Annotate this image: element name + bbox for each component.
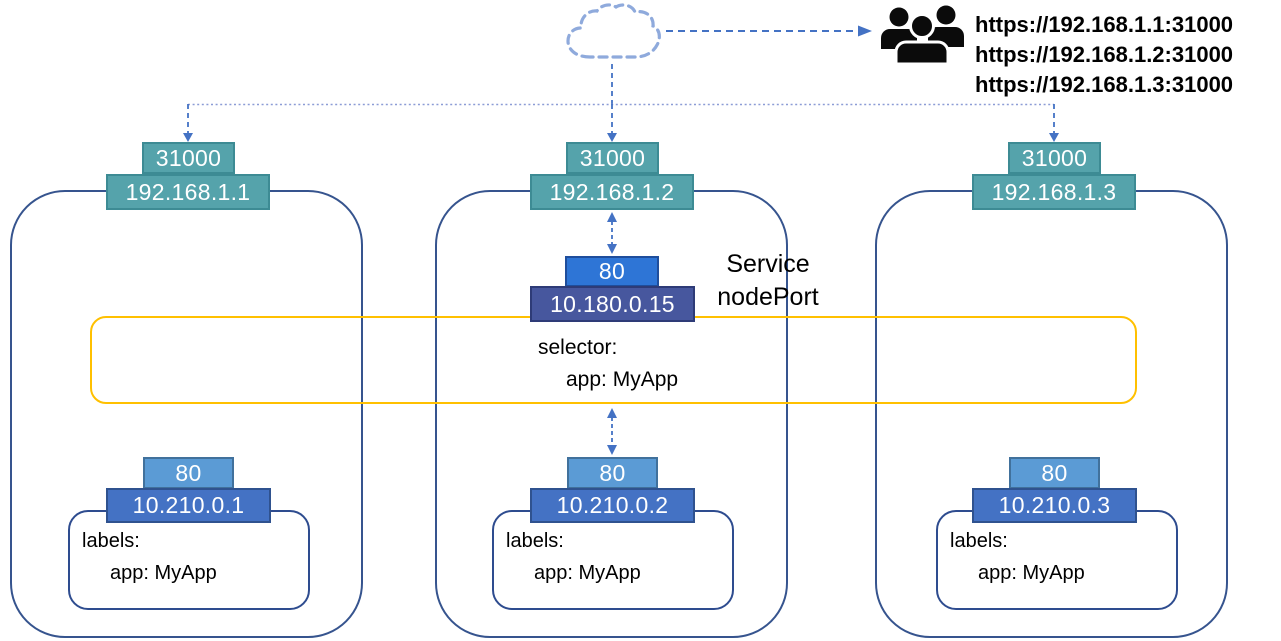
node-2-ip-badge: 192.168.1.2 — [530, 174, 694, 210]
pod-2 — [492, 510, 734, 610]
selector-label-line1: selector: — [538, 336, 618, 359]
cloud-icon — [566, 3, 661, 59]
node-1-ip-badge: 192.168.1.1 — [106, 174, 270, 210]
selector-label-line2: app: MyApp — [566, 368, 679, 391]
pod-3-ip-badge: 10.210.0.3 — [972, 488, 1137, 523]
pod-3-labels-line1: labels: — [950, 530, 1008, 552]
pod-1-ip-badge: 10.210.0.1 — [106, 488, 271, 523]
node-3-nodeport-badge: 31000 — [1008, 142, 1101, 174]
pod-2-labels-line1: labels: — [506, 530, 564, 552]
service-clusterip-badge: 10.180.0.15 — [530, 286, 695, 322]
pod-3-port-badge: 80 — [1009, 457, 1100, 489]
pod-1-port-badge: 80 — [143, 457, 234, 489]
node-2-nodeport-badge: 31000 — [566, 142, 659, 174]
node-3-ip-badge: 192.168.1.3 — [972, 174, 1136, 210]
node-1-nodeport-badge: 31000 — [142, 142, 235, 174]
pod-2-labels-line2: app: MyApp — [534, 562, 641, 584]
service-label-line1: Service — [726, 250, 810, 278]
service-label-line2: nodePort — [717, 283, 819, 311]
service-port-badge: 80 — [565, 256, 659, 287]
client-url-3: https://192.168.1.3:31000 — [975, 72, 1234, 97]
pod-1-labels-line2: app: MyApp — [110, 562, 217, 584]
client-url-1: https://192.168.1.1:31000 — [975, 12, 1234, 37]
pod-3-labels-line2: app: MyApp — [978, 562, 1085, 584]
pod-2-ip-badge: 10.210.0.2 — [530, 488, 695, 523]
service-nodeport-label: Service nodePort — [708, 248, 828, 314]
pod-2-port-badge: 80 — [567, 457, 658, 489]
pod-1 — [68, 510, 310, 610]
pod-3 — [936, 510, 1178, 610]
users-icon — [881, 5, 964, 65]
client-url-2: https://192.168.1.2:31000 — [975, 42, 1234, 67]
pod-1-labels-line1: labels: — [82, 530, 140, 552]
